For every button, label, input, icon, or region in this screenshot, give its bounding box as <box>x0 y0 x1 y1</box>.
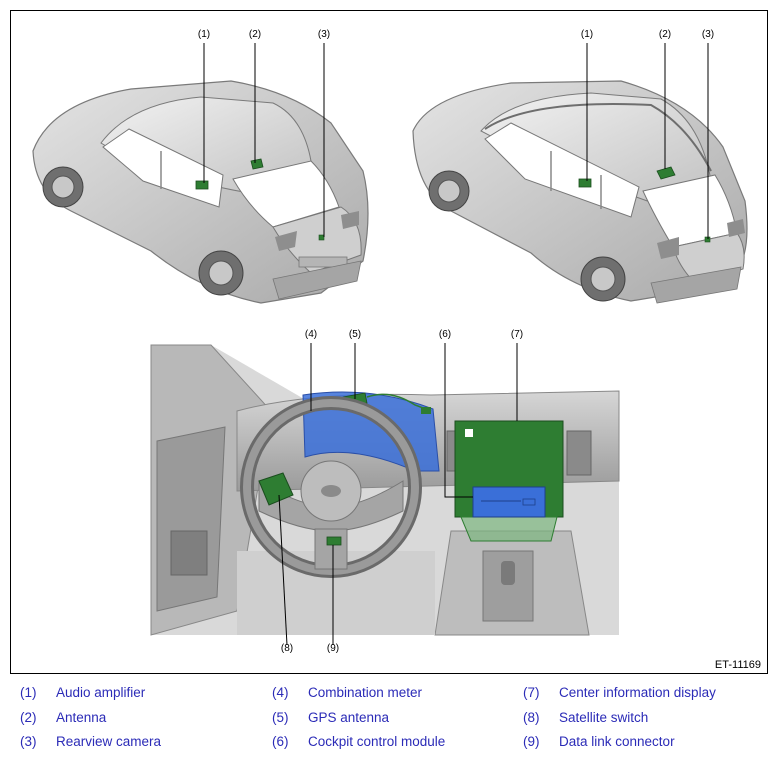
callout-dash-4: (4) <box>304 329 318 340</box>
callout-dash-7: (7) <box>510 329 524 340</box>
sedan-antenna-marker <box>250 158 264 170</box>
wagon-antenna-marker <box>656 166 676 180</box>
legend-item: (1)Audio amplifier <box>20 685 146 700</box>
callout-dash-8: (8) <box>280 643 294 654</box>
legend-item: (6)Cockpit control module <box>272 734 446 749</box>
callout-wagon-1: (1) <box>580 29 594 40</box>
sedan-side-windows <box>102 128 224 208</box>
legend-item: (9)Data link connector <box>523 734 675 749</box>
callout-dash-5: (5) <box>348 329 362 340</box>
cockpit-control-module-highlight <box>472 486 546 518</box>
callout-sedan-1: (1) <box>197 29 211 40</box>
legend-item: (4)Combination meter <box>272 685 423 700</box>
callout-dash-9: (9) <box>326 643 340 654</box>
callout-wagon-3: (3) <box>701 29 715 40</box>
sedan-rear-window <box>232 160 340 228</box>
callout-sedan-3: (3) <box>317 29 331 40</box>
satellite-switch-highlight <box>258 472 294 506</box>
diagram-frame: (1) (2) (3) (1) (2) (3) (4) (5) (6) (7) … <box>10 10 768 674</box>
data-link-connector-highlight <box>326 536 342 546</box>
callout-sedan-2: (2) <box>248 29 262 40</box>
sedan-audio-amplifier-marker <box>195 180 209 190</box>
sedan-rearview-camera-marker <box>318 234 325 241</box>
legend-item: (7)Center information display <box>523 685 716 700</box>
legend-item: (8)Satellite switch <box>523 710 649 725</box>
legend: (1)Audio amplifier (2)Antenna (3)Rearvie… <box>0 680 780 759</box>
legend-item: (5)GPS antenna <box>272 710 390 725</box>
figure-id: ET-11169 <box>714 659 761 671</box>
wagon-audio-amplifier-marker <box>578 178 592 188</box>
callout-dash-6: (6) <box>438 329 452 340</box>
callout-wagon-2: (2) <box>658 29 672 40</box>
sedan-car <box>32 43 369 304</box>
legend-item: (2)Antenna <box>20 710 107 725</box>
illustration <box>32 43 748 646</box>
wagon-car <box>412 43 748 304</box>
legend-item: (3)Rearview camera <box>20 734 162 749</box>
cockpit-illustration <box>150 343 620 646</box>
